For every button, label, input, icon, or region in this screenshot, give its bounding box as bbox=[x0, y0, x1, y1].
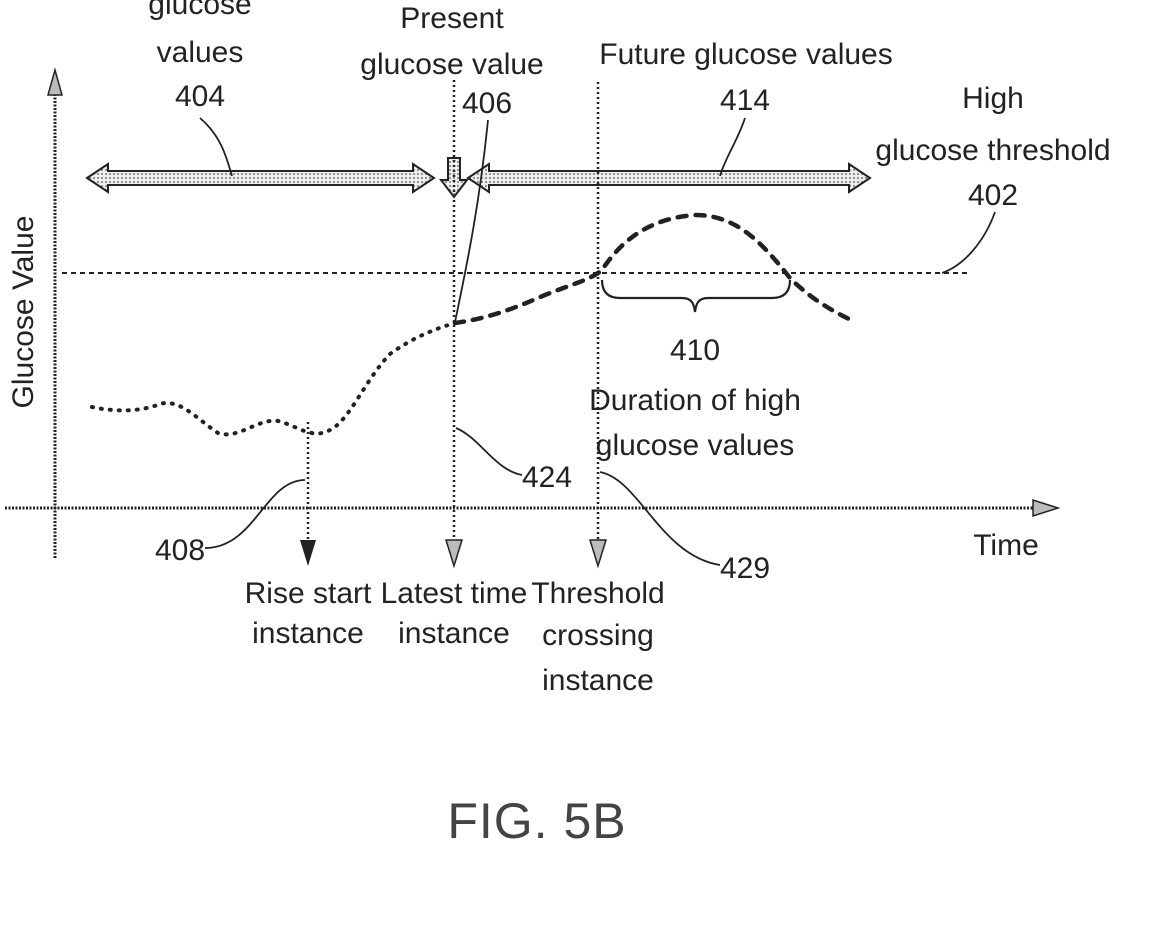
latest-label-line1: Latest time bbox=[381, 577, 528, 610]
threshold-leader bbox=[942, 212, 995, 273]
threshold-label-line1: High bbox=[962, 82, 1024, 115]
latest-time-arrowhead bbox=[446, 540, 462, 566]
present-ref: 406 bbox=[462, 87, 512, 120]
rise-label-line1: Rise start bbox=[245, 577, 372, 610]
figure-label: FIG. 5B bbox=[447, 793, 626, 849]
x-axis-label: Time bbox=[973, 529, 1039, 562]
future-glucose-curve bbox=[455, 215, 855, 323]
future-values-arrow bbox=[468, 164, 870, 192]
past-values-arrow bbox=[87, 164, 434, 192]
past-label-line1: glucose bbox=[148, 0, 251, 21]
rise-label-line2: instance bbox=[252, 617, 364, 650]
rise-start-arrowhead bbox=[300, 540, 316, 566]
crossing-arrowhead bbox=[590, 540, 606, 566]
past-glucose-curve bbox=[92, 323, 455, 434]
duration-ref: 410 bbox=[670, 334, 720, 367]
present-ref-leader bbox=[455, 120, 488, 322]
rise-ref: 408 bbox=[155, 534, 205, 567]
x-axis-arrowhead bbox=[1033, 500, 1058, 516]
future-ref-leader bbox=[720, 118, 745, 176]
y-axis-label: Glucose Value bbox=[7, 216, 40, 409]
duration-label-line1: Duration of high bbox=[589, 384, 801, 417]
future-label: Future glucose values bbox=[599, 38, 893, 71]
latest-ref: 424 bbox=[522, 461, 572, 494]
crossing-ref: 429 bbox=[720, 552, 770, 585]
crossing-ref-leader bbox=[600, 472, 720, 565]
latest-ref-leader bbox=[456, 428, 522, 475]
past-ref-leader bbox=[200, 118, 232, 176]
crossing-label-line3: instance bbox=[542, 664, 654, 697]
duration-brace bbox=[602, 280, 790, 312]
crossing-label-line2: crossing bbox=[542, 619, 654, 652]
y-axis-arrowhead bbox=[48, 70, 62, 95]
crossing-label-line1: Threshold bbox=[531, 577, 664, 610]
latest-label-line2: instance bbox=[398, 617, 510, 650]
rise-ref-leader bbox=[205, 480, 305, 548]
duration-label-line2: glucose values bbox=[596, 429, 794, 462]
present-label-line2: glucose value bbox=[360, 48, 543, 81]
threshold-label-line2: glucose threshold bbox=[875, 134, 1110, 167]
past-label-line2: values bbox=[157, 36, 244, 69]
present-label-line1: Present bbox=[400, 2, 504, 35]
past-ref: 404 bbox=[175, 80, 225, 113]
future-ref: 414 bbox=[720, 84, 770, 117]
threshold-ref: 402 bbox=[968, 179, 1018, 212]
